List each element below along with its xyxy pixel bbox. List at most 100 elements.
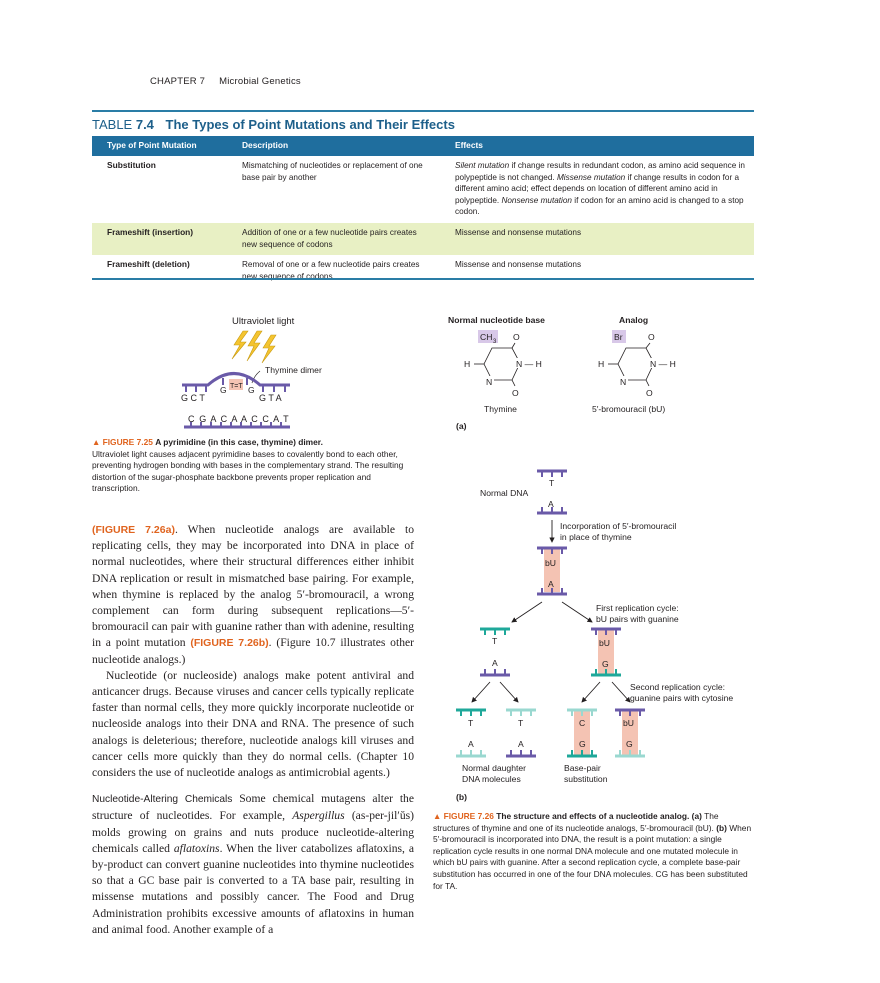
figure-7-25-caption: ▲ FIGURE 7.25 A pyrimidine (in this case…	[92, 437, 414, 495]
section-label: Microbial Genetics	[219, 76, 301, 87]
mutation-effects: Missense and nonsense mutations	[440, 222, 754, 256]
svg-text:T: T	[518, 718, 524, 728]
part-b-label: (b)	[456, 792, 467, 802]
table-number: 7.4	[135, 117, 154, 132]
svg-text:N — H: N — H	[650, 359, 676, 369]
left-bases: G C T	[181, 393, 205, 403]
branch-arrow	[499, 681, 519, 703]
mutation-description: Mismatching of nucleotides or replacemen…	[242, 161, 423, 182]
chapter-label: CHAPTER 7	[150, 76, 206, 87]
svg-text:A: A	[548, 579, 554, 589]
svg-text:N — H: N — H	[516, 359, 542, 369]
cycle1b-label: bU pairs with guanine	[596, 614, 679, 624]
mutation-type: Frameshift (deletion)	[107, 259, 190, 270]
table-title: TABLE 7.4 The Types of Point Mutations a…	[92, 117, 455, 132]
normal-daughter-label-2: DNA molecules	[462, 774, 521, 784]
normal-daughter-label: Normal daughter	[462, 763, 526, 773]
daughter-dna-1: T A	[456, 708, 486, 758]
column-header: Effects	[440, 136, 754, 156]
cycle2-label: Second replication cycle:	[630, 682, 725, 692]
section-heading: Nucleotide-Altering Chemicals	[92, 794, 233, 806]
svg-text:H: H	[464, 359, 470, 369]
table-label: TABLE	[92, 117, 133, 132]
step1b-label: in place of thymine	[560, 532, 632, 542]
running-head: CHAPTER 7 Microbial Genetics	[150, 76, 301, 87]
figure-reference[interactable]: (FIGURE 7.26a)	[92, 524, 175, 536]
bromouracil-label: 5′-bromouracil (bU)	[592, 404, 665, 414]
paragraph: Nucleotide (or nucleoside) analogs make …	[92, 668, 414, 780]
top-strand-backbone	[182, 372, 290, 387]
base-g-right: G	[248, 385, 255, 395]
table-row: Substitution Mismatching of nucleotides …	[92, 156, 754, 223]
mutation-description: Removal of one or a few nucleotide pairs…	[242, 260, 420, 281]
svg-text:3: 3	[493, 339, 497, 345]
svg-text:N: N	[620, 377, 626, 387]
figure-7-26-caption: ▲ FIGURE 7.26 The structure and effects …	[433, 811, 752, 891]
right-bases: G T A	[259, 393, 282, 403]
svg-text:G: G	[579, 739, 586, 749]
bu-incorporated-dna: bU A	[537, 546, 567, 596]
column-header: Description	[227, 136, 440, 156]
base-pair-label-2: substitution	[564, 774, 608, 784]
thymine-structure: CH 3 O H N — H N O	[464, 330, 546, 398]
bottom-strand-sequence: C G A C A A C C A T	[188, 414, 290, 424]
analog-title: Analog	[619, 315, 648, 325]
svg-text:O: O	[646, 388, 653, 398]
svg-text:bU: bU	[545, 558, 556, 568]
svg-text:T: T	[549, 478, 555, 488]
uv-label: Ultraviolet light	[232, 316, 295, 327]
figure-title: A pyrimidine (in this case, thymine) dim…	[155, 437, 323, 447]
cycle2b-label: guanine pairs with cytosine	[630, 693, 733, 703]
branch-arrow	[471, 681, 491, 703]
uv-lightning-icon	[231, 330, 277, 364]
normal-dna-label: Normal DNA	[480, 488, 528, 498]
paragraph: Nucleotide-Altering Chemicals Some chemi…	[92, 792, 414, 936]
dimer-leader-line	[251, 370, 261, 384]
bottom-strand-bases	[190, 422, 282, 427]
figure-label: ▲ FIGURE 7.25	[92, 437, 153, 447]
thymine-label: Thymine	[484, 404, 517, 414]
table-row: Frameshift (insertion) Addition of one o…	[92, 222, 754, 256]
svg-text:N: N	[486, 377, 492, 387]
step1-label: Incorporation of 5′-bromouracil	[560, 521, 676, 531]
branch-arrow-right	[561, 601, 593, 623]
bu-dna: bU G	[615, 708, 645, 758]
svg-text:A: A	[548, 499, 554, 509]
mutation-type: Substitution	[107, 160, 156, 170]
figure-caption-text: Ultraviolet light causes adjacent pyrimi…	[92, 448, 404, 494]
figure-7-26b: T A Normal DNA Incorporation of 5′-bromo…	[456, 469, 733, 802]
svg-text:C: C	[579, 718, 585, 728]
normal-dna: T A	[537, 469, 567, 515]
substituted-dna: C G	[567, 708, 597, 758]
cycle1-normal-dna: T A	[480, 627, 510, 677]
normal-base-title: Normal nucleotide base	[448, 315, 545, 325]
svg-text:O: O	[648, 332, 655, 342]
figure-title: The structure and effects of a nucleotid…	[496, 811, 690, 821]
mutation-effects: Silent mutation if change results in red…	[455, 161, 745, 217]
svg-text:O: O	[513, 332, 520, 342]
mutation-description: Addition of one or a few nucleotide pair…	[227, 222, 440, 256]
svg-text:Br: Br	[614, 332, 623, 342]
svg-text:G: G	[626, 739, 633, 749]
svg-text:A: A	[468, 739, 474, 749]
figure-label: ▲ FIGURE 7.26	[433, 811, 494, 821]
figure-reference[interactable]: (FIGURE 7.26b)	[190, 637, 269, 650]
table-heading: The Types of Point Mutations and Their E…	[165, 117, 455, 132]
mutation-effects: Missense and nonsense mutations	[455, 260, 582, 270]
branch-arrow	[581, 681, 601, 703]
paragraph: (FIGURE 7.26a). When nucleotide analogs …	[92, 523, 414, 666]
svg-text:G: G	[602, 659, 609, 669]
top-strand-bases	[185, 378, 286, 392]
svg-text:bU: bU	[599, 638, 610, 648]
svg-text:O: O	[512, 388, 519, 398]
figure-7-26a: Normal nucleotide base Analog CH 3 O H N…	[448, 315, 680, 431]
svg-text:T: T	[492, 636, 498, 646]
table-row: Frameshift (deletion) Removal of one or …	[92, 255, 754, 287]
part-a-label: (a)	[456, 421, 467, 431]
svg-text:T: T	[468, 718, 474, 728]
bromouracil-structure: Br O H N — H N O	[598, 330, 680, 398]
table-top-rule	[92, 110, 754, 112]
cycle1-label: First replication cycle:	[596, 603, 679, 613]
base-pair-label: Base-pair	[564, 763, 601, 773]
daughter-dna-2: T A	[506, 708, 536, 758]
